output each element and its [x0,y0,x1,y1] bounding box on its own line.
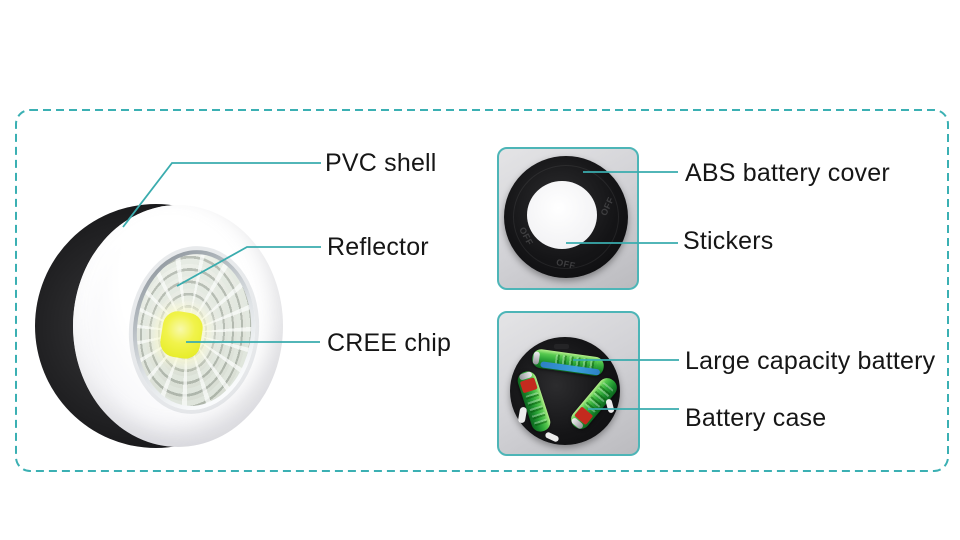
label-stickers: Stickers [683,227,774,255]
battery-cap [532,351,541,365]
embossed-off-text: OFF [598,195,616,218]
battery-cover-photo: OFF OFF OFF [497,147,639,290]
label-abs-battery-cover: ABS battery cover [685,159,890,187]
sticker-circle [527,181,597,249]
label-pvc-shell: PVC shell [325,149,437,177]
label-large-capacity-battery: Large capacity battery [685,347,936,375]
label-reflector: Reflector [327,233,429,261]
label-battery-case: Battery case [685,404,827,432]
label-cree-chip: CREE chip [327,329,452,357]
cob-led-chip [158,309,205,361]
embossed-off-text: OFF [555,257,577,271]
case-contact-tab [554,344,569,349]
battery-case-photo [497,311,640,456]
